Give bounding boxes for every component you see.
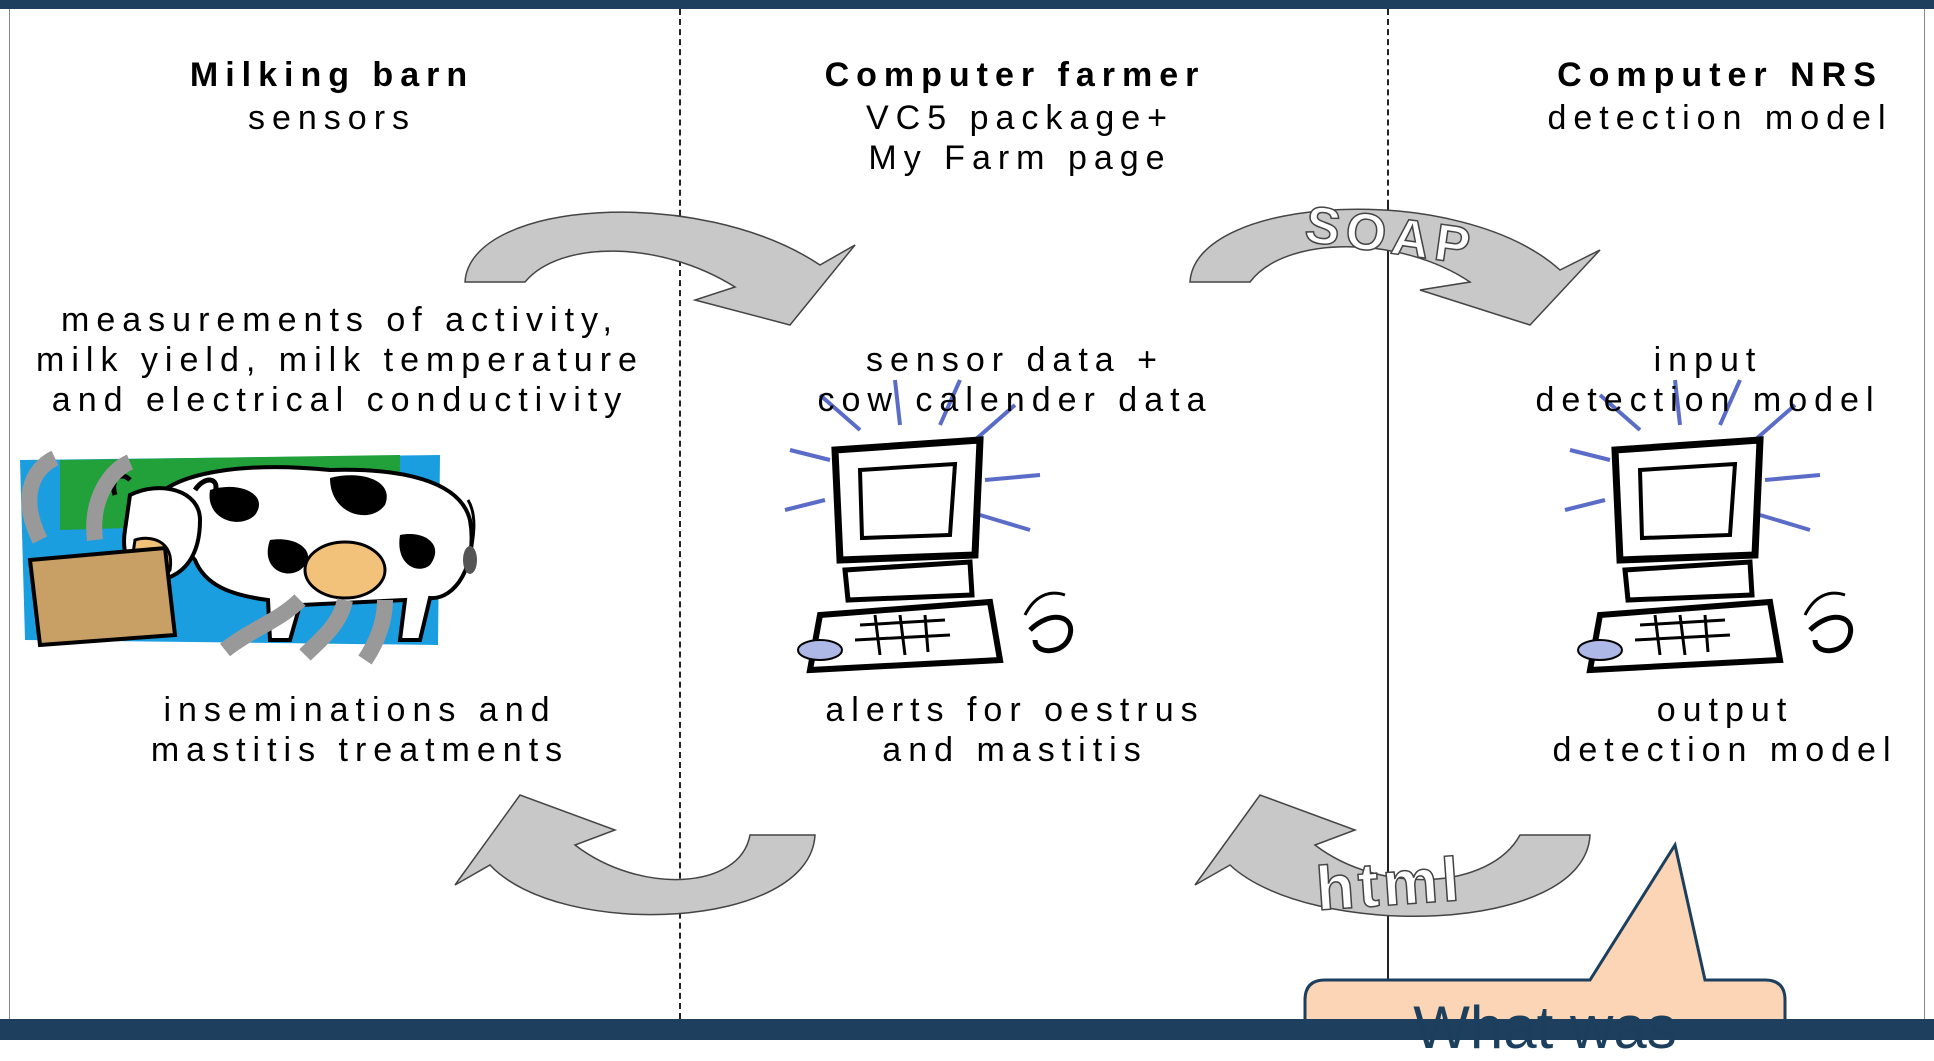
farmer-alerts-line-2: and mastitis bbox=[882, 731, 1148, 769]
html-label: html bbox=[1314, 845, 1465, 924]
farmer-subtitle-line-2: My Farm page bbox=[868, 139, 1172, 177]
barn-treatments-line-2: mastitis treatments bbox=[150, 731, 570, 769]
divider-barn-farmer bbox=[679, 9, 681, 1019]
slide-frame bbox=[9, 9, 1925, 1019]
barn-measurements-line-1: measurements of activity, bbox=[61, 301, 619, 339]
soap-label: SOAP bbox=[1302, 195, 1480, 276]
barn-title: Milking barn bbox=[189, 56, 475, 94]
bottom-banner-bar bbox=[0, 1019, 1934, 1040]
computer-clipart-nrs bbox=[1564, 379, 1854, 674]
nrs-subtitle: detection model bbox=[1547, 99, 1893, 137]
barn-subtitle: sensors bbox=[247, 99, 417, 137]
barn-measurements-line-2: milk yield, milk temperature bbox=[36, 341, 644, 379]
nrs-title: Computer NRS bbox=[1557, 56, 1883, 94]
divider-farmer-nrs-solid bbox=[1387, 200, 1389, 1019]
computer-clipart-farmer bbox=[784, 379, 1074, 674]
farmer-alerts-line-1: alerts for oestrus bbox=[825, 691, 1205, 729]
nrs-output-line-1: output bbox=[1656, 691, 1794, 729]
top-banner-bar bbox=[0, 0, 1934, 9]
arrow-farmer-to-barn bbox=[454, 794, 816, 916]
cow-milking-clipart bbox=[20, 450, 477, 665]
barn-measurements-line-3: and electrical conductivity bbox=[51, 381, 629, 419]
arrow-barn-to-farmer bbox=[464, 211, 856, 326]
nrs-input-line-1: input bbox=[1653, 341, 1763, 379]
arrow-nrs-to-farmer-html bbox=[1194, 794, 1591, 917]
farmer-data-line-2: cow calender data bbox=[817, 381, 1213, 419]
farmer-data-line-1: sensor data + bbox=[866, 341, 1164, 379]
callout-text: What was bbox=[1413, 994, 1677, 1061]
callout-bubble bbox=[1303, 841, 1787, 1040]
nrs-input-line-2: detection model bbox=[1535, 381, 1881, 419]
farmer-title: Computer farmer bbox=[824, 56, 1206, 94]
nrs-output-line-2: detection model bbox=[1552, 731, 1898, 769]
barn-treatments-line-1: inseminations and bbox=[163, 691, 557, 729]
farmer-subtitle-line-1: VC5 package+ bbox=[866, 99, 1174, 137]
arrow-farmer-to-nrs-soap bbox=[1189, 208, 1601, 326]
